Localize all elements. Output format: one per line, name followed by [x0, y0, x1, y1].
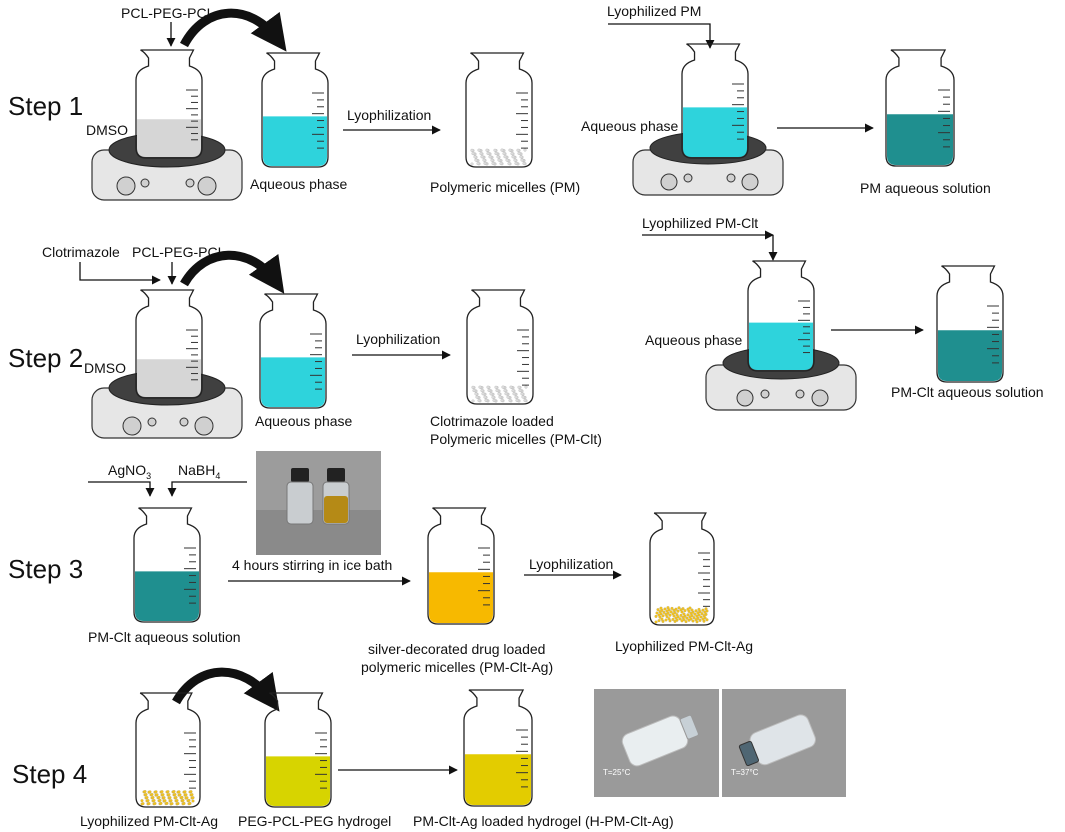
beaker-hydrogel	[264, 692, 332, 808]
step2-polymer-label: PCL-PEG-PCL	[132, 244, 226, 260]
beaker-loaded-hydrogel	[463, 689, 533, 807]
curved-arrow-transfer-3	[172, 667, 280, 712]
step2-aqueous-label: Aqueous phase	[255, 413, 353, 429]
step2-product-line2: Polymeric micelles (PM-Clt)	[430, 431, 602, 447]
beaker-aqueous-2	[259, 293, 327, 409]
photo-caption-37c: T=37°C	[731, 768, 759, 777]
step1-process-label: Lyophilization	[347, 107, 432, 123]
beaker-pm-solution	[885, 49, 955, 167]
beaker-pm-clt-solution	[936, 265, 1004, 383]
beaker-dmso-1	[135, 49, 203, 159]
step2-process-label: Lyophilization	[356, 331, 441, 347]
step-4-label: Step 4	[12, 759, 88, 789]
arrow-clotrimazole	[79, 262, 161, 285]
step-1-label: Step 1	[8, 91, 84, 121]
beaker-pm-clt-step3	[133, 507, 201, 623]
beaker-dmso-2	[135, 289, 203, 399]
step3-condition-label: 4 hours stirring in ice bath	[232, 557, 393, 573]
agno3-base: AgNO	[108, 462, 147, 478]
step2-drug-label: Clotrimazole	[42, 244, 120, 260]
beaker-aqueous-1	[261, 52, 329, 168]
step1-aqueous2-label: Aqueous phase	[581, 118, 679, 134]
step3-process-label: Lyophilization	[529, 556, 614, 572]
step3-start-label: PM-Clt aqueous solution	[88, 629, 241, 645]
step2-solvent-label: DMSO	[84, 360, 126, 376]
step2-result-label: PM-Clt aqueous solution	[891, 384, 1044, 400]
beakers-group	[133, 43, 1004, 808]
nabh4-base: NaBH	[178, 462, 216, 478]
step4-start-label: Lyophilized PM-Clt-Ag	[80, 813, 218, 829]
arrow-lyophilized-pm	[608, 23, 715, 49]
nabh4-sub: 4	[215, 470, 221, 481]
step1-reagent-label: Lyophilized PM	[607, 3, 702, 19]
step3-reagent-nabh4: NaBH4	[178, 462, 220, 484]
arrow-agno3	[88, 481, 155, 497]
step2-reagent-label: Lyophilized PM-Clt	[642, 215, 759, 231]
curved-arrow-transfer-1	[180, 8, 287, 52]
beaker-pm-solution-stir	[681, 43, 749, 159]
step-3-label: Step 3	[8, 554, 84, 584]
step3-product-line1: silver-decorated drug loaded	[368, 641, 546, 657]
step4-hydrogel-label: PEG-PCL-PEG hydrogel	[238, 813, 392, 829]
beaker-pm-powder	[465, 52, 533, 168]
step1-aqueous-label: Aqueous phase	[250, 176, 348, 192]
step1-polymer-label: PCL-PEG-PCL	[121, 5, 215, 21]
hydrogel-photo-25c	[594, 689, 719, 797]
step2-product-line1: Clotrimazole loaded	[430, 413, 554, 429]
step1-result-label: PM aqueous solution	[860, 180, 991, 196]
beaker-ag-powder-step4	[135, 692, 201, 808]
hydrogel-photo-37c	[722, 689, 846, 797]
step3-result-label: Lyophilized PM-Clt-Ag	[615, 638, 753, 654]
beaker-lyophilized-ag	[649, 512, 715, 626]
arrow-nabh4	[167, 481, 247, 497]
photo-caption-25c: T=25°C	[603, 768, 631, 777]
step1-product-label: Polymeric micelles (PM)	[430, 179, 581, 195]
beaker-pm-clt-powder	[466, 289, 534, 405]
step-2-label: Step 2	[8, 343, 84, 373]
vials-photo	[256, 451, 381, 555]
agno3-sub: 3	[146, 470, 152, 481]
step3-reagent-agno3: AgNO3	[108, 462, 151, 484]
step2-aqueous2-label: Aqueous phase	[645, 332, 743, 348]
beaker-pm-clt-solution-stir	[747, 260, 815, 372]
step1-solvent-label: DMSO	[86, 122, 128, 138]
step4-result-label: PM-Clt-Ag loaded hydrogel (H-PM-Clt-Ag)	[413, 813, 674, 829]
beaker-pm-clt-ag	[427, 507, 495, 625]
curved-arrow-transfer-2	[180, 250, 285, 294]
step3-product-line2: polymeric micelles (PM-Clt-Ag)	[361, 659, 554, 675]
